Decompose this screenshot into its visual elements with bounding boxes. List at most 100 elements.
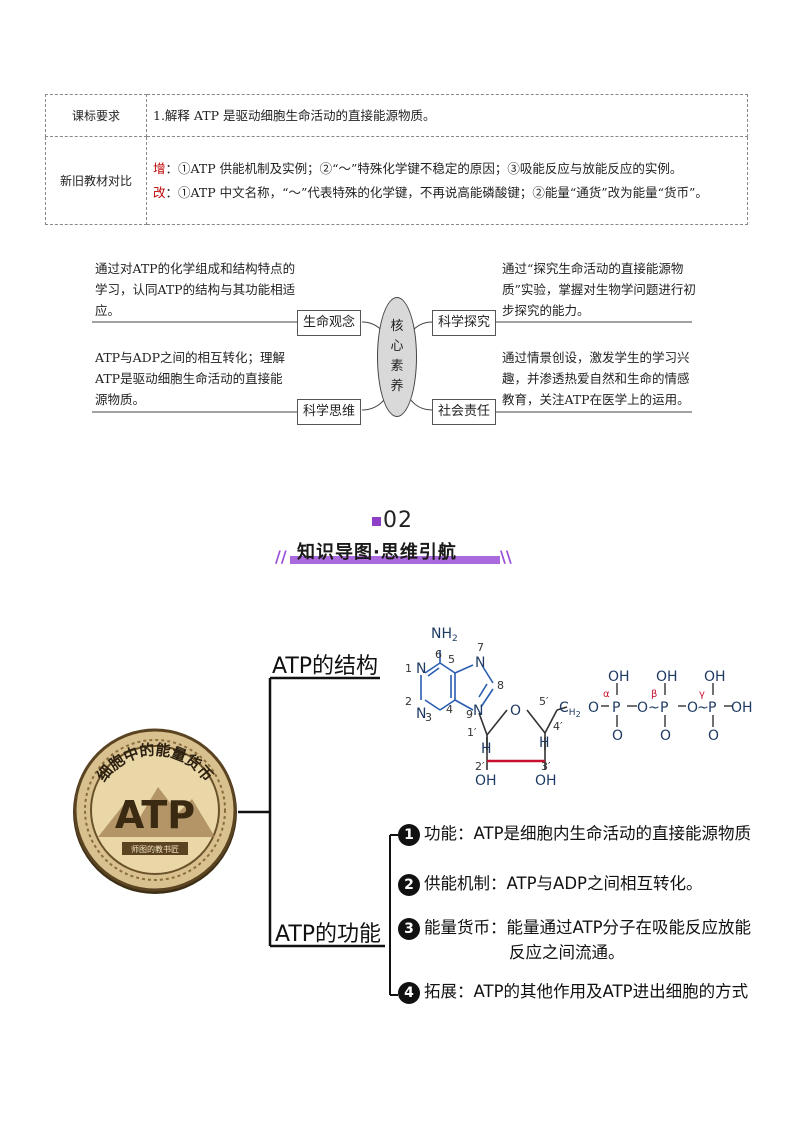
life-concept-label: 生命观念 bbox=[297, 310, 362, 336]
function-item-text: 能量货币：能量通过ATP分子在吸能反应放能 bbox=[424, 918, 752, 937]
sugar-bonds bbox=[478, 706, 568, 770]
decor-slash-right: \\ bbox=[500, 547, 512, 566]
function-item-text: 功能：ATP是细胞内生命活动的直接能源物质 bbox=[424, 824, 752, 843]
center-char: 心 bbox=[390, 339, 404, 354]
table-row: 新旧教材对比 增：①ATP 供能机制及实例；②“～”特殊化学键不稳定的原因；③吸… bbox=[45, 136, 748, 225]
bridge-oxygen-label: O bbox=[637, 700, 648, 716]
n9-label: N bbox=[473, 703, 483, 719]
function-item-text: 供能机制：ATP与ADP之间相互转化。 bbox=[424, 874, 703, 893]
n7-label: N bbox=[475, 655, 485, 671]
social-responsibility-description: 通过情景创设，激发学生的学习兴趣，并渗透热爱自然和生命的情感教育，关注ATP在医… bbox=[502, 350, 690, 407]
coin-footer: 师图的教书匠 bbox=[131, 844, 179, 854]
atp-structure-diagram: NH2 N N N N O H H OH OH CH2 O P P P O O … bbox=[405, 626, 753, 789]
number-badge: 1 bbox=[398, 824, 420, 846]
changed-text: ：①ATP 中文名称，“～”代表特殊的化学键，不再说高能磷酸键；②能量“通货”改… bbox=[165, 184, 708, 200]
position-number: 4 bbox=[446, 703, 453, 716]
sugar-position-number: 3′ bbox=[541, 760, 551, 773]
table-cell: 1.解释 ATP 是驱动细胞生命活动的直接能源物质。 bbox=[146, 94, 748, 137]
requirements-table: 课标要求 1.解释 ATP 是驱动细胞生命活动的直接能源物质。 新旧教材对比 增… bbox=[45, 94, 748, 225]
double-bond-oxygen: O bbox=[612, 728, 623, 744]
position-numbers: 1 2 3 4 5 6 7 8 9 1′ 2′ 3′ 4′ 5′ bbox=[405, 641, 563, 773]
number-badge: 4 bbox=[398, 982, 420, 1004]
oh-label: OH bbox=[704, 669, 726, 685]
n1-label: N bbox=[416, 661, 426, 677]
added-tag: 增 bbox=[153, 160, 166, 176]
bridge-oxygen-label: O bbox=[687, 700, 698, 716]
position-number: 9 bbox=[466, 708, 473, 721]
number-badge: 2 bbox=[398, 874, 420, 896]
double-bond-oxygen: O bbox=[660, 728, 671, 744]
table-cell: 增：①ATP 供能机制及实例；②“～”特殊化学键不稳定的原因；③吸能反应与放能反… bbox=[146, 136, 748, 225]
ring-oxygen-label: O bbox=[510, 703, 521, 719]
adenine-bonds bbox=[420, 650, 494, 711]
section-marker-square bbox=[372, 517, 381, 526]
sugar-position-number: 4′ bbox=[553, 720, 563, 733]
atom-labels: NH2 N N N N O H H OH OH CH2 O P P P O O … bbox=[416, 626, 753, 789]
h-label: H bbox=[539, 735, 550, 751]
function-item-text: 拓展：ATP的其他作用及ATP进出细胞的方式 bbox=[424, 982, 749, 1001]
sugar-position-number: 1′ bbox=[467, 726, 477, 739]
section-title-highlight bbox=[290, 556, 500, 564]
number-badge: 3 bbox=[398, 918, 420, 940]
section-number-text: 02 bbox=[383, 508, 413, 533]
ester-oxygen-label: O bbox=[588, 700, 599, 716]
atp-coin-image: 细胞中的能量货币 ATP 师图的教书匠 bbox=[73, 728, 237, 894]
oh-label: OH bbox=[475, 773, 497, 789]
social-responsibility-label: 社会责任 bbox=[432, 399, 497, 425]
position-number: 2 bbox=[405, 695, 412, 708]
nh2-label: NH2 bbox=[431, 626, 458, 644]
table-row: 课标要求 1.解释 ATP 是驱动细胞生命活动的直接能源物质。 bbox=[45, 94, 748, 137]
position-number: 6 bbox=[435, 648, 442, 661]
table-header-cell: 课标要求 bbox=[45, 94, 147, 137]
added-text: ：①ATP 供能机制及实例；②“～”特殊化学键不稳定的原因；③吸能反应与放能反应… bbox=[165, 160, 683, 176]
life-concept-description: 通过对ATP的化学组成和结构特点的学习，认同ATP的结构与其功能相适应。 bbox=[95, 261, 296, 318]
changed-content: 改：①ATP 中文名称，“～”代表特殊的化学键，不再说高能磷酸键；②能量“通货”… bbox=[153, 181, 741, 205]
coin-atp-text: ATP bbox=[115, 793, 195, 837]
center-char: 素 bbox=[390, 359, 404, 374]
scientific-thinking-label: 科学思维 bbox=[297, 399, 362, 425]
alpha-label: α bbox=[603, 689, 610, 700]
oh-label: OH bbox=[608, 669, 630, 685]
high-energy-bond: ~ bbox=[697, 700, 709, 716]
scientific-inquiry-description: 通过“探究生命活动的直接能源物质”实验，掌握对生物学问题进行初步探究的能力。 bbox=[502, 261, 696, 318]
table-header-cell: 新旧教材对比 bbox=[45, 136, 147, 225]
beta-label: β bbox=[651, 689, 657, 700]
position-number: 8 bbox=[497, 679, 504, 692]
scientific-inquiry-label: 科学探究 bbox=[432, 310, 497, 336]
changed-tag: 改 bbox=[153, 184, 166, 200]
decor-slash-left: // bbox=[275, 547, 287, 566]
greek-labels: α β γ bbox=[603, 689, 705, 700]
center-char: 核 bbox=[390, 319, 404, 334]
oh-label: OH bbox=[656, 669, 678, 685]
h-label: H bbox=[481, 741, 492, 757]
function-item-3-continued: 反应之间流通。 bbox=[509, 943, 625, 962]
position-number: 5 bbox=[448, 653, 455, 666]
phosphate-alpha: P bbox=[612, 700, 620, 716]
section-title: 知识导图·思维引航 bbox=[297, 542, 457, 563]
double-bond-oxygen: O bbox=[708, 728, 719, 744]
c5-label: CH2 bbox=[559, 700, 581, 719]
position-number: 3 bbox=[425, 711, 432, 724]
section-number: 02 bbox=[372, 508, 413, 533]
gamma-label: γ bbox=[699, 689, 705, 700]
branch-atp-function: ATP的功能 bbox=[275, 922, 382, 947]
scientific-thinking-description: ATP与ADP之间的相互转化；理解ATP是驱动细胞生命活动的直接能源物质。 bbox=[95, 350, 286, 407]
phosphate-gamma: P bbox=[708, 700, 716, 716]
core-literacy-center: 核 心 素 养 bbox=[377, 297, 417, 417]
sugar-position-number: 2′ bbox=[475, 760, 485, 773]
position-number: 7 bbox=[477, 641, 484, 654]
position-number: 1 bbox=[405, 662, 412, 675]
added-content: 增：①ATP 供能机制及实例；②“～”特殊化学键不稳定的原因；③吸能反应与放能反… bbox=[153, 157, 741, 181]
center-char: 养 bbox=[390, 379, 404, 394]
branch-atp-structure: ATP的结构 bbox=[272, 654, 379, 679]
core-literacy-diagram: 通过对ATP的化学组成和结构特点的学习，认同ATP的结构与其功能相适应。 生命观… bbox=[92, 252, 696, 427]
oh-label: OH bbox=[535, 773, 557, 789]
n3-label: N bbox=[416, 706, 426, 722]
high-energy-bond: ~ bbox=[648, 700, 660, 716]
phosphate-beta: P bbox=[660, 700, 668, 716]
sugar-position-number: 5′ bbox=[539, 695, 549, 708]
terminal-oh-label: OH bbox=[731, 700, 753, 716]
